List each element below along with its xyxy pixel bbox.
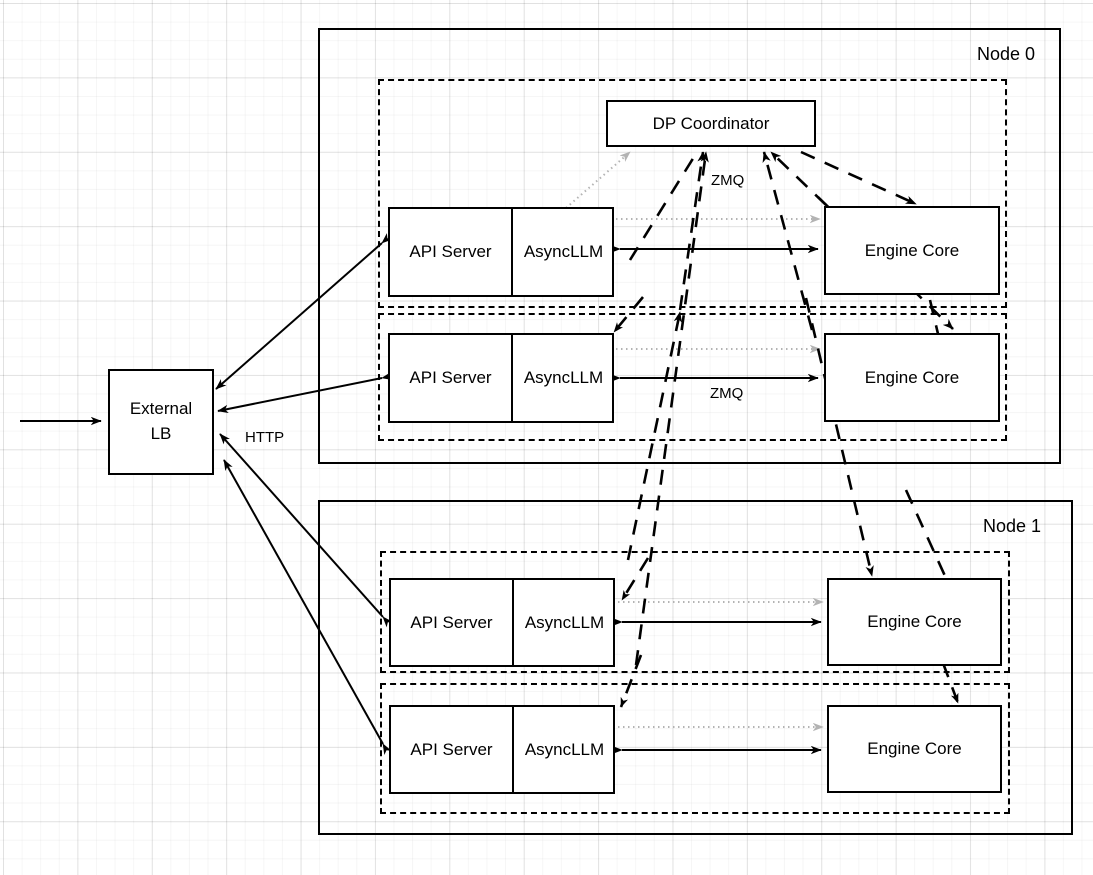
dp-rank-group-n0r0: [378, 79, 1007, 308]
dp-coordinator-box[interactable]: DP Coordinator: [606, 100, 816, 147]
api-server-label-n1r0: API Server: [391, 580, 514, 665]
api-server-box-n0r1[interactable]: API Server AsyncLLM: [388, 333, 614, 423]
zmq-label-top: ZMQ: [711, 172, 745, 189]
dp-rank-group-n0r1: [378, 313, 1007, 441]
api-server-box-n1r1[interactable]: API Server AsyncLLM: [389, 705, 615, 794]
engine-core-box-n1r0[interactable]: Engine Core: [827, 578, 1002, 666]
api-server-label-n0r1: API Server: [390, 335, 513, 421]
engine-core-box-n0r1[interactable]: Engine Core: [824, 333, 1000, 422]
api-server-label-n0r0: API Server: [390, 209, 513, 295]
async-llm-label-n1r1: AsyncLLM: [524, 739, 605, 759]
external-lb-box[interactable]: External LB: [108, 369, 214, 475]
async-llm-label-n1r0: AsyncLLM: [524, 612, 605, 632]
api-server-label-n1r1: API Server: [391, 707, 514, 792]
api-server-box-n1r0[interactable]: API Server AsyncLLM: [389, 578, 615, 667]
dp-rank-group-n1r1: [380, 683, 1010, 814]
engine-core-box-n0r0[interactable]: Engine Core: [824, 206, 1000, 295]
api-server-box-n0r0[interactable]: API Server AsyncLLM: [388, 207, 614, 297]
external-lb-label-line1: External: [129, 399, 193, 419]
async-llm-label-n0r1: AsyncLLM: [523, 368, 604, 387]
node-label-0: Node 0: [977, 44, 1036, 64]
node-container-1: [318, 500, 1073, 835]
node-label-1: Node 1: [983, 516, 1042, 536]
zmq-label-mid: ZMQ: [710, 385, 744, 402]
external-lb-label-line2: LB: [150, 424, 172, 443]
http-label: HTTP: [245, 429, 285, 446]
dp-rank-group-n1r0: [380, 551, 1010, 673]
node-container-0: [318, 28, 1061, 464]
async-llm-label-n0r0: AsyncLLM: [523, 242, 604, 261]
engine-core-box-n1r1[interactable]: Engine Core: [827, 705, 1002, 793]
